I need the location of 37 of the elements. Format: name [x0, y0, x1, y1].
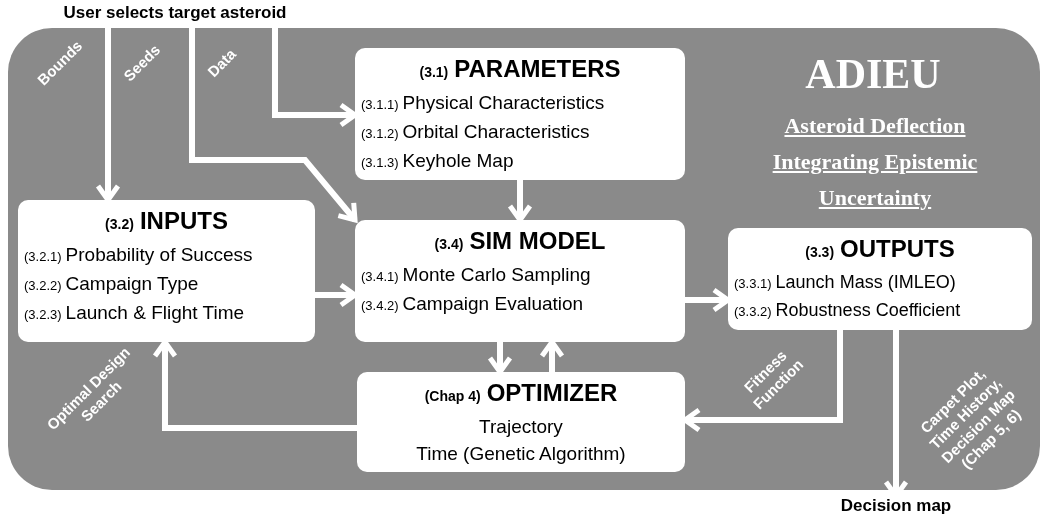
module-item: Time (Genetic Algorithm): [415, 442, 627, 466]
arrow: [189, 25, 358, 223]
module-item: (3.4.1) Monte Carlo Sampling: [361, 263, 592, 287]
module-item: Trajectory: [478, 415, 564, 439]
module-box: [728, 228, 1032, 330]
module-item: (3.1.2) Orbital Characteristics: [361, 120, 591, 144]
module-item: (3.2.2) Campaign Type: [24, 272, 200, 296]
diagram-panel: [8, 28, 1040, 490]
module-item: (3.4.2) Campaign Evaluation: [361, 292, 585, 316]
arrow: [487, 342, 513, 375]
output-note: Decision map: [830, 496, 962, 518]
module-item: (3.3.2) Robustness Coefficient: [734, 299, 962, 322]
arrow: [539, 339, 565, 372]
module-item: (3.2.3) Launch & Flight Time: [24, 301, 246, 325]
module-heading: (3.2) INPUTS: [104, 206, 229, 236]
acronym-title: ADIEU: [804, 50, 942, 98]
module-box: [355, 48, 685, 180]
acronym-expansion: Asteroid Deflection Integrating Epistemic Uncertainty: [771, 112, 979, 212]
module-heading: (Chap 4) OPTIMIZER: [423, 378, 619, 408]
arrow: [315, 282, 358, 308]
arrow: [685, 287, 731, 313]
module-box: [357, 372, 685, 472]
module-heading: (3.4) SIM MODEL: [433, 226, 607, 256]
arrow: [152, 339, 357, 431]
module-heading: (3.3) OUTPUTS: [804, 234, 956, 264]
module-item: (3.1.1) Physical Characteristics: [361, 91, 606, 115]
arrow: [272, 25, 358, 128]
module-heading: (3.1) PARAMETERS: [418, 54, 622, 84]
module-item: (3.1.3) Keyhole Map: [361, 149, 515, 173]
module-item: (3.3.1) Launch Mass (IMLEO): [734, 271, 957, 294]
module-item: (3.2.1) Probability of Success: [24, 243, 254, 267]
arrow: [507, 180, 533, 223]
module-box: [18, 200, 315, 342]
input-note: User selects target asteroid: [10, 3, 340, 25]
module-box: [355, 220, 685, 342]
arrow: [682, 330, 843, 433]
arrow: [95, 25, 121, 203]
